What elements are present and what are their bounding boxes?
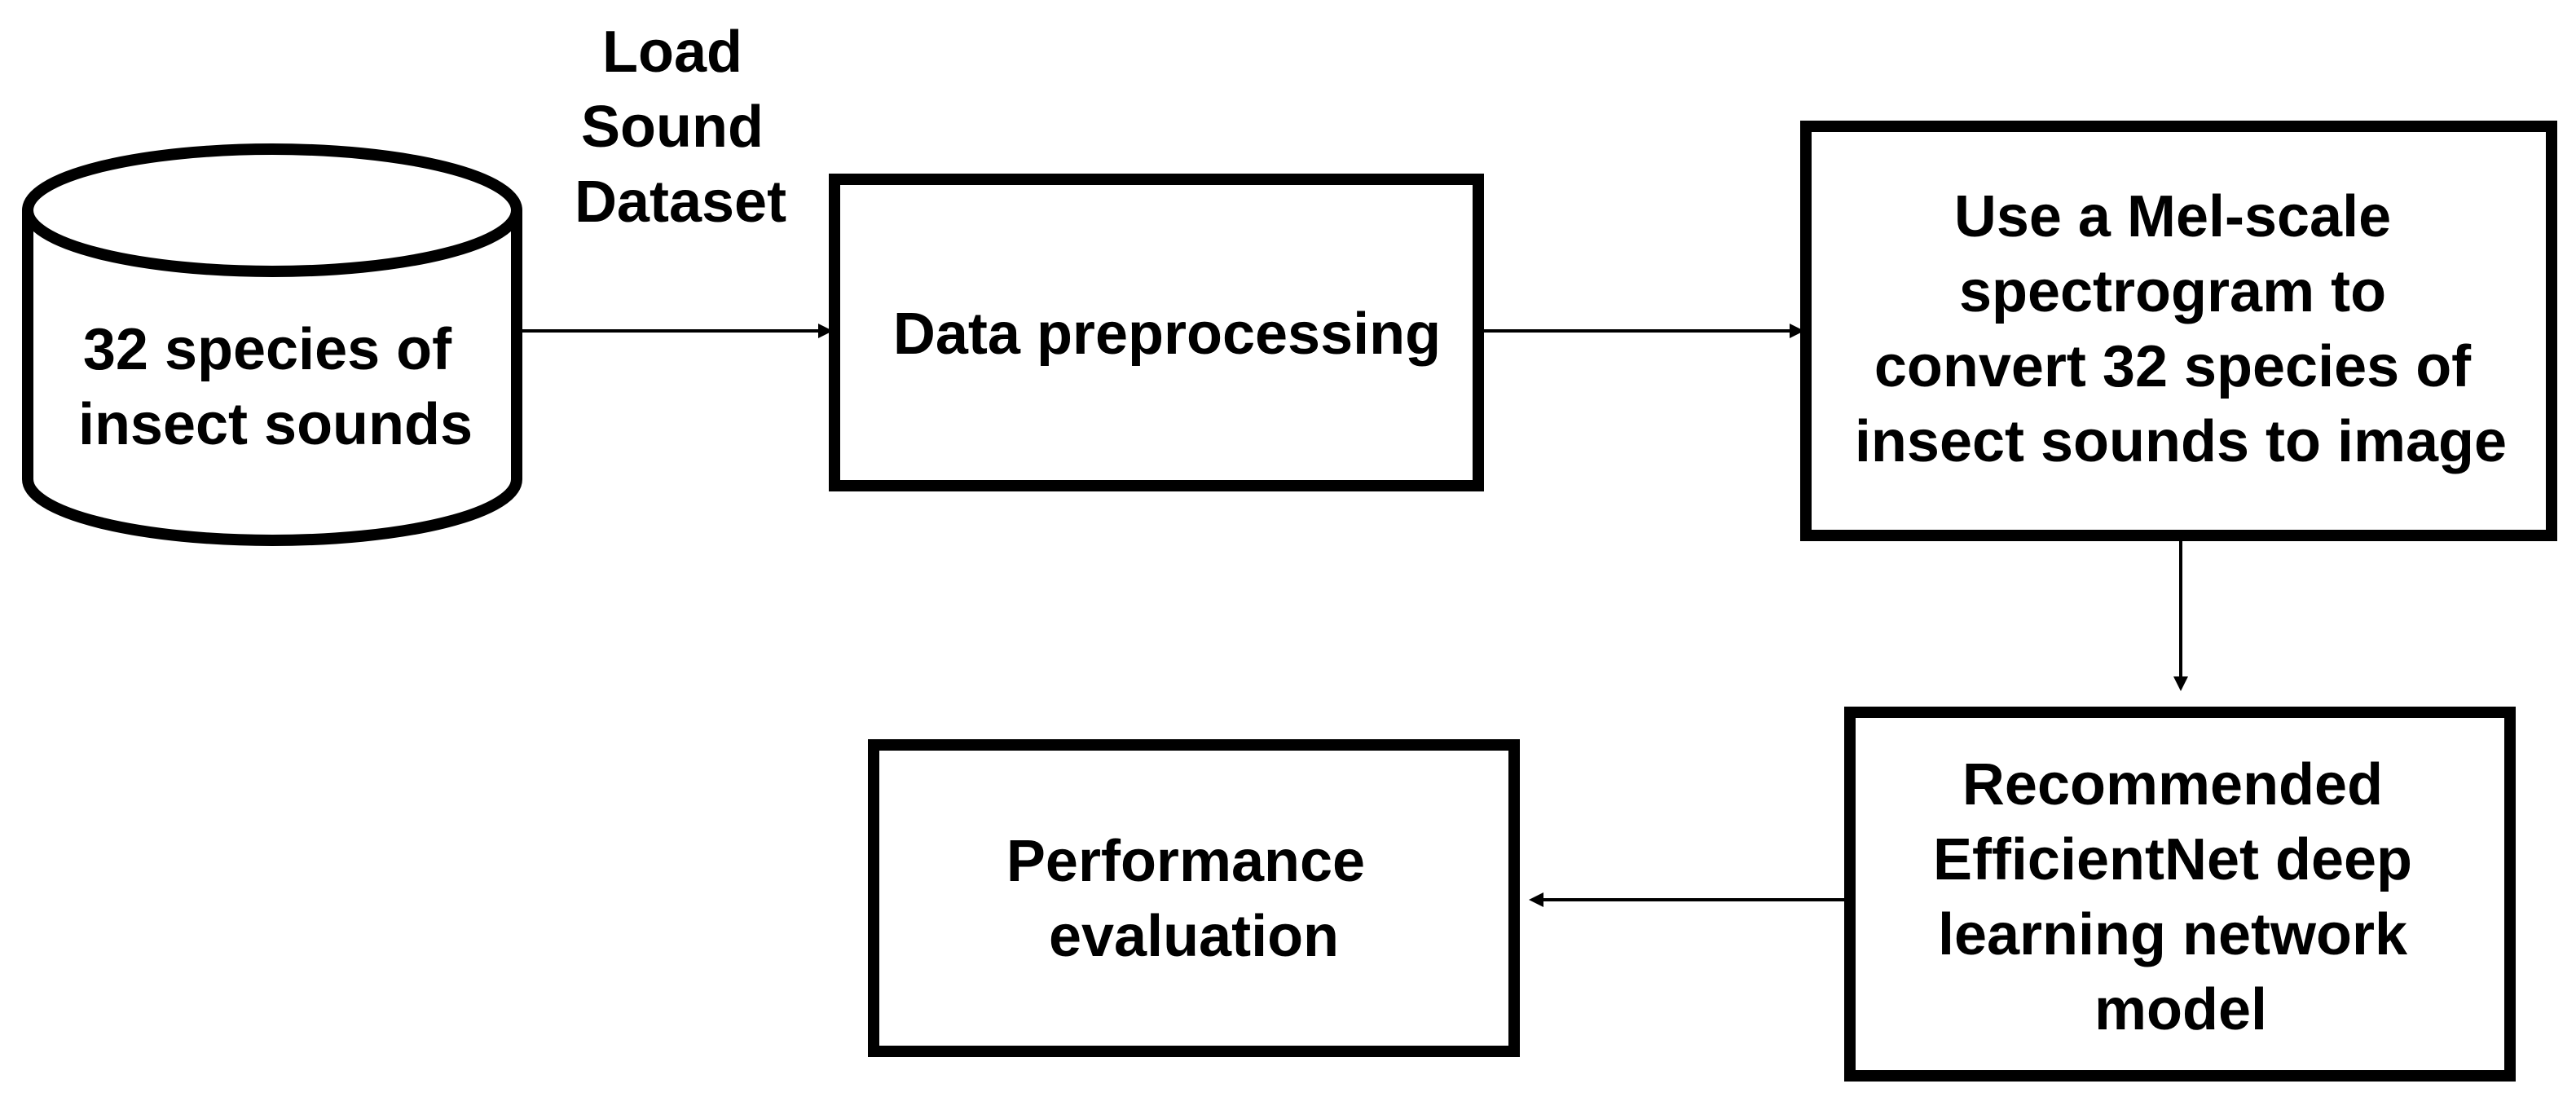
mel-spectrogram-box [1800, 121, 2557, 541]
model-box [1844, 707, 2516, 1082]
model-label-line-3: learning network [1938, 902, 2408, 967]
dataset-label-line-2: insect sounds [78, 392, 473, 457]
model-label-line-4: model [2094, 977, 2267, 1042]
model-label-line-1: Recommended [1962, 752, 2383, 817]
arrow-dataset-to-preprocessing [517, 324, 833, 338]
dataset-label: 32 species of insect sounds [78, 317, 473, 457]
preprocessing-node: Data preprocessing [829, 174, 1484, 491]
mel-spectrogram-node: Use a Mel-scale spectrogram to convert 3… [1800, 121, 2557, 541]
load-label-line-1: Load [602, 20, 742, 85]
mel-label-line-4: insect sounds to image [1855, 409, 2507, 474]
preprocessing-label-line-1: Data preprocessing [893, 302, 1441, 367]
arrow-mel-to-model [2173, 535, 2188, 691]
dataset-label-line-1: 32 species of [83, 317, 452, 382]
evaluation-label: Performance evaluation [1006, 829, 1381, 969]
evaluation-label-line-2: evaluation [1049, 904, 1339, 969]
cylinder-top [22, 143, 522, 277]
evaluation-label-line-1: Performance [1006, 829, 1365, 894]
load-label-line-2: Sound [581, 95, 764, 160]
efficientnet-model-node: Recommended EfficientNet deep learning n… [1844, 707, 2516, 1082]
arrow-model-to-evaluation [1529, 892, 1850, 907]
model-label-line-2: EfficientNet deep [1933, 827, 2412, 892]
arrow-preprocessing-to-mel [1478, 324, 1804, 338]
load-dataset-edge-label: Load Sound Dataset [575, 20, 786, 235]
mel-spectrogram-label: Use a Mel-scale spectrogram to convert 3… [1855, 184, 2507, 474]
cylinder-body [22, 210, 522, 546]
preprocessing-box [829, 174, 1484, 491]
dataset-cylinder-node: 32 species of insect sounds [22, 143, 522, 546]
evaluation-node: Performance evaluation [868, 739, 1520, 1057]
model-label: Recommended EfficientNet deep learning n… [1933, 752, 2428, 1042]
mel-label-line-3: convert 32 species of [1874, 334, 2472, 399]
mel-label-line-1: Use a Mel-scale [1954, 184, 2391, 249]
mel-label-line-2: spectrogram to [1959, 259, 2386, 324]
preprocessing-label: Data preprocessing [893, 302, 1441, 367]
load-label-line-3: Dataset [575, 170, 786, 235]
evaluation-box [868, 739, 1520, 1057]
